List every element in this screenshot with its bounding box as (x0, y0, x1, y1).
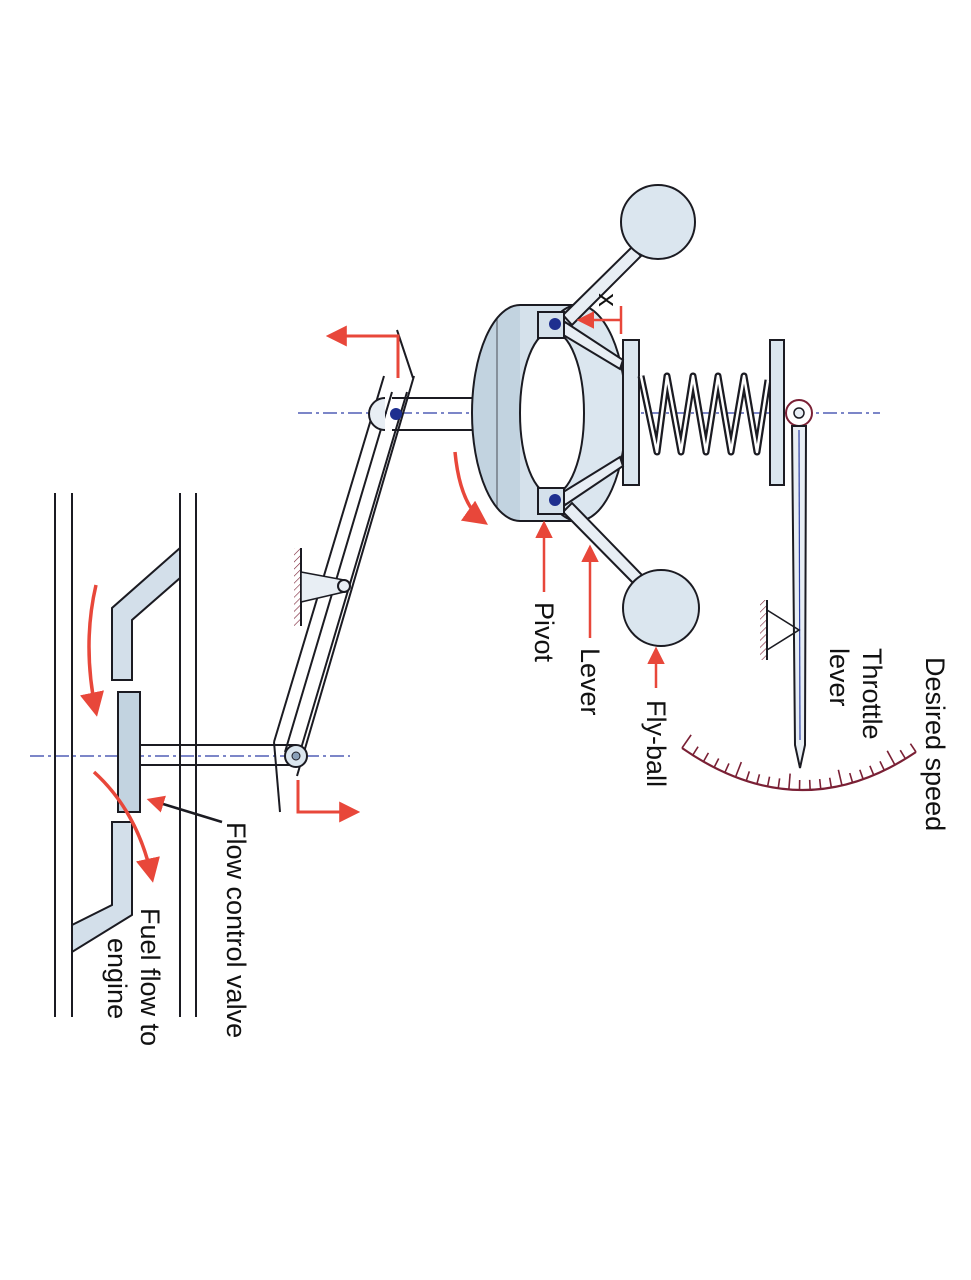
dial-tick (777, 778, 781, 789)
dial-tick (692, 746, 699, 756)
label-flow-control-valve: Flow control valve (221, 822, 251, 1038)
label-throttle-lever-line2: lever (824, 648, 854, 707)
lever-bottom-motion-arrow (296, 780, 361, 823)
dial-tick (702, 752, 710, 762)
pivot-bracket-lower (537, 487, 565, 515)
dial-tick (756, 774, 761, 785)
fly-ball-arms (561, 245, 645, 587)
dial-tick (745, 771, 751, 782)
dial-tick (859, 769, 864, 780)
dial-tick (879, 760, 886, 771)
dial-tick (724, 763, 730, 773)
label-desired-speed: Desired speed (920, 657, 950, 831)
fuel-flow-arrow-in (80, 584, 104, 717)
throttle-lever-pivot (785, 399, 813, 427)
fly-ball-lower (622, 569, 700, 647)
x-dimension-marker (576, 306, 623, 334)
valve-seat-lower (71, 821, 133, 954)
dial-tick (909, 743, 917, 753)
spring-plate-lower (622, 339, 640, 486)
valve-stem-joint-pin (291, 751, 301, 761)
dial-tick (828, 777, 833, 788)
spring-plate-upper (769, 339, 785, 486)
lever-top-motion-arrow (325, 325, 400, 378)
label-fly-ball: Fly-ball (641, 700, 671, 787)
dial-tick (848, 772, 854, 783)
label-pivot: Pivot (529, 602, 559, 663)
valve-seat-upper (111, 545, 181, 681)
fuel-flow-arrow-out (92, 770, 160, 883)
fly-ball-upper (620, 184, 696, 260)
dial-tick (766, 776, 771, 787)
dial-tick (837, 769, 843, 786)
pivot-bracket-upper (537, 311, 565, 339)
x-label: x (593, 293, 623, 307)
dial-tick (869, 765, 875, 776)
valve-label-arrow (146, 795, 223, 824)
dial-tick (681, 734, 692, 749)
dial-tick (818, 779, 822, 790)
governor-spring-highlight (639, 374, 770, 454)
dial-tick (713, 758, 720, 768)
label-lever: Lever (575, 648, 605, 716)
flow-control-valve-plug (117, 691, 141, 813)
dial-tick (886, 750, 896, 766)
label-fuel-flow-line1: Fuel flow to (135, 908, 165, 1046)
lever-fixed-pivot (294, 548, 351, 626)
fuel-pipe (54, 493, 197, 1017)
throttle-lever-support (760, 600, 801, 660)
label-fuel-flow-line2: engine (102, 938, 132, 1019)
shaft-lever-joint (368, 397, 402, 431)
label-throttle-lever-line1: Throttle (857, 648, 887, 740)
valve-stem (140, 744, 296, 766)
dial-ticks (681, 734, 917, 791)
dial-tick (899, 749, 907, 760)
rotation-arrow (453, 451, 488, 525)
dial-tick (788, 773, 791, 790)
linkage-lever (273, 329, 415, 813)
dial-tick (734, 761, 743, 778)
throttle-lever-centerline (798, 429, 801, 741)
